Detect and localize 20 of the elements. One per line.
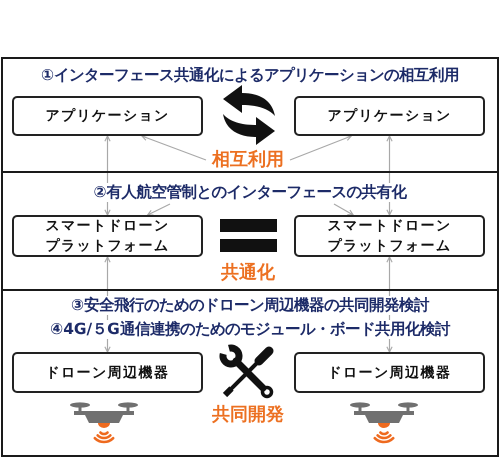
arrow	[147, 203, 170, 216]
section-heading: ④4G/５G通信連携のためのモジュール・ボード共用化検討	[50, 320, 450, 338]
arrow	[334, 203, 354, 216]
section-panel	[1, 57, 499, 173]
section-panel	[1, 289, 499, 457]
process-box: ドローン周辺機器	[294, 352, 485, 393]
arrow	[290, 134, 352, 161]
process-box: アプリケーション	[12, 96, 203, 136]
section-label: 共同開発	[212, 404, 284, 426]
section-heading: ①インターフェース共通化によるアプリケーションの相互利用	[40, 66, 460, 84]
process-box: スマートドローンプラットフォーム	[12, 215, 203, 257]
flow-label: 相互利用	[206, 148, 290, 172]
section-panel	[1, 171, 499, 291]
section-label: 共通化	[221, 262, 275, 284]
section-heading: ②有人航空管制とのインターフェースの共有化	[93, 182, 407, 202]
process-box: スマートドローンプラットフォーム	[294, 215, 485, 257]
arrow	[141, 134, 206, 161]
process-box: アプリケーション	[294, 96, 485, 136]
process-box: ドローン周辺機器	[12, 352, 203, 393]
section-heading: ③安全飛行のためのドローン周辺機器の共同開発検討	[70, 296, 430, 314]
